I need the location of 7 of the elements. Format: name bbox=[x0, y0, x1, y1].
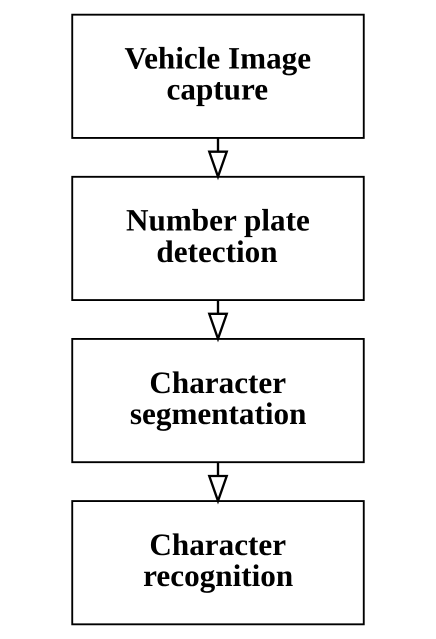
arrow bbox=[208, 300, 228, 342]
node-box: Character segmentation bbox=[71, 338, 365, 464]
node-box: Number plate detection bbox=[71, 176, 365, 301]
node-box: Vehicle Image capture bbox=[71, 14, 365, 139]
arrow bbox=[208, 138, 228, 180]
node-box: Character recognition bbox=[71, 500, 365, 626]
arrow bbox=[208, 462, 228, 504]
